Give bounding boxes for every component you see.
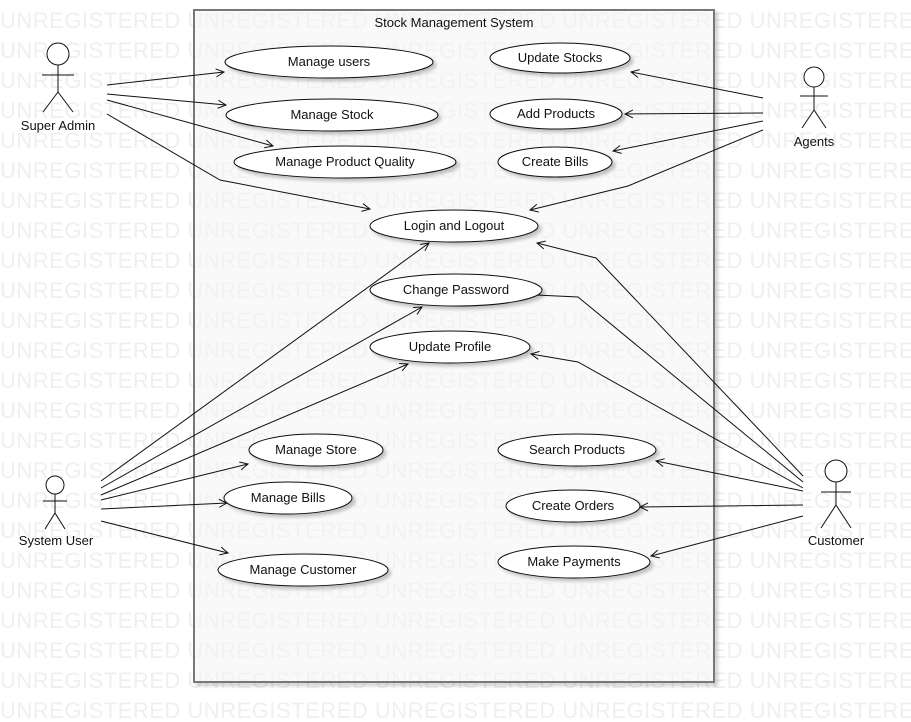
- use-case-create-bills: Create Bills: [497, 146, 613, 178]
- use-case-search-products: Search Products: [497, 433, 657, 467]
- actor-label-super-admin: Super Admin: [21, 118, 95, 133]
- use-case-label: Manage users: [288, 54, 371, 69]
- use-case-label: Add Products: [517, 106, 596, 121]
- use-case-manage-customer: Manage Customer: [217, 553, 389, 587]
- assoc-sysuser-manage-store: [100, 464, 248, 501]
- use-case-add-products: Add Products: [489, 98, 623, 130]
- use-case-manage-product-quality: Manage Product Quality: [233, 145, 457, 179]
- actor-agents: Agents: [794, 66, 835, 149]
- use-case-label: Manage Customer: [250, 562, 358, 577]
- assoc-agents-update-stocks: [631, 72, 764, 99]
- use-case-manage-stock: Manage Stock: [225, 98, 439, 132]
- assoc-agents-create-bills: [613, 120, 764, 151]
- assoc-customer-login: [537, 243, 804, 477]
- actor-label-system-user: System User: [19, 533, 94, 548]
- use-case-label: Update Stocks: [518, 50, 603, 65]
- use-case-manage-store: Manage Store: [248, 433, 384, 467]
- assoc-sysuser-update-profile: [100, 364, 408, 496]
- use-case-label: Create Bills: [522, 154, 589, 169]
- actor-head-icon: [45, 475, 65, 495]
- assoc-sysuser-login: [100, 243, 429, 482]
- use-case-label: Manage Product Quality: [275, 154, 415, 169]
- use-case-label: Create Orders: [532, 498, 615, 513]
- actor-label-agents: Agents: [794, 134, 835, 149]
- actor-super-admin: Super Admin: [21, 42, 95, 133]
- use-case-create-orders: Create Orders: [505, 489, 641, 523]
- actor-head-icon: [803, 66, 825, 88]
- use-case-label: Search Products: [529, 442, 626, 457]
- use-case-make-payments: Make Payments: [497, 545, 651, 579]
- use-case-label: Update Profile: [409, 339, 491, 354]
- assoc-sysuser-manage-bills: [100, 503, 227, 510]
- use-case-update-profile: Update Profile: [369, 330, 531, 364]
- actor-customer: Customer: [808, 459, 865, 548]
- assoc-sysuser-change-password: [100, 307, 422, 489]
- use-case-manage-bills: Manage Bills: [223, 481, 353, 515]
- use-case-label: Manage Bills: [251, 490, 326, 505]
- actor-label-customer: Customer: [808, 533, 865, 548]
- use-case-label: Manage Stock: [290, 107, 374, 122]
- use-case-label: Change Password: [403, 282, 509, 297]
- use-case-manage-users: Manage users: [224, 45, 434, 79]
- use-case-change-password: Change Password: [369, 273, 543, 307]
- assoc-superadmin-product-quality: [106, 99, 273, 146]
- actor-system-user: System User: [19, 475, 94, 548]
- assoc-agents-login: [530, 129, 764, 210]
- use-case-login-logout: Login and Logout: [369, 209, 539, 243]
- assoc-customer-create-orders: [640, 505, 804, 507]
- actor-head-icon: [824, 459, 848, 483]
- system-title: Stock Management System: [375, 15, 534, 30]
- assoc-sysuser-manage-customer: [100, 520, 228, 553]
- assoc-customer-search-products: [656, 461, 804, 492]
- use-case-label: Manage Store: [275, 442, 357, 457]
- use-cases: Manage users Manage Stock Manage Product…: [217, 42, 657, 587]
- assoc-superadmin-manage-users: [106, 72, 224, 86]
- actor-head-icon: [46, 42, 70, 66]
- assoc-superadmin-login: [106, 113, 370, 209]
- use-case-label: Login and Logout: [404, 218, 505, 233]
- assoc-agents-add-products: [625, 113, 764, 114]
- use-case-label: Make Payments: [527, 554, 621, 569]
- assoc-customer-update-profile: [531, 354, 804, 489]
- assoc-customer-make-payments: [651, 515, 804, 556]
- assoc-superadmin-manage-stock: [106, 93, 226, 105]
- use-case-update-stocks: Update Stocks: [489, 42, 631, 74]
